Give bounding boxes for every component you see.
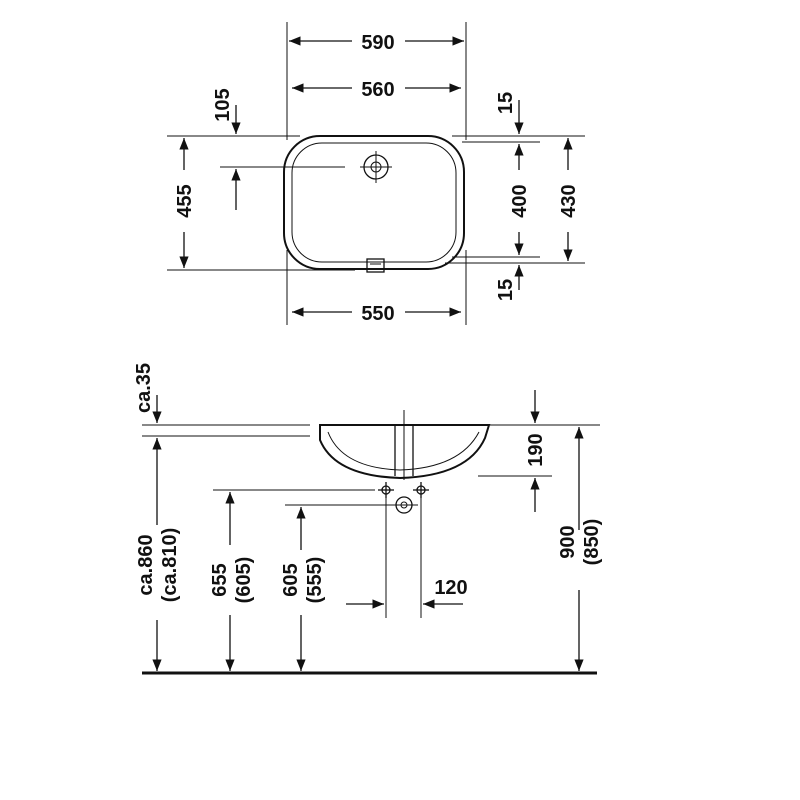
label-105: 105: [212, 88, 234, 121]
label-120: 120: [434, 577, 467, 599]
dimension-190: 190: [525, 390, 547, 512]
dimension-ca860: ca.860 (ca.810): [135, 438, 181, 671]
label-15-top: 15: [495, 92, 517, 114]
dimension-560: 560: [292, 79, 461, 101]
label-ca810: (ca.810): [159, 528, 181, 603]
label-400: 400: [509, 184, 531, 217]
drain-outlet-icon: [390, 496, 418, 514]
connections: [378, 482, 429, 618]
dimension-550: 550: [292, 303, 461, 325]
label-15-bottom: 15: [495, 279, 517, 301]
basin-top-outline: [283, 135, 465, 273]
side-view: ca.35 190 ca.860 (ca.810) 655 (605): [133, 363, 603, 675]
dimension-ca35: ca.35: [133, 363, 162, 423]
dimension-430: 430: [558, 138, 580, 261]
label-560: 560: [361, 79, 394, 101]
label-555: (555): [304, 557, 326, 604]
label-455: 455: [174, 184, 196, 217]
label-850: (850): [581, 519, 603, 566]
label-590: 590: [361, 32, 394, 54]
dimension-605: 605 (555): [280, 507, 326, 671]
overflow-icon: [366, 258, 385, 273]
basin-side-profile: [319, 410, 491, 480]
dimension-15-bottom: 15: [495, 265, 524, 301]
top-view: 590 560 550 105 455: [167, 22, 585, 325]
dimension-455: 455: [174, 138, 196, 268]
label-550: 550: [361, 303, 394, 325]
label-190: 190: [525, 433, 547, 466]
dimension-400: 400: [509, 144, 531, 255]
dimension-15-top: 15: [495, 92, 524, 134]
label-430: 430: [558, 184, 580, 217]
label-ca35: ca.35: [133, 363, 155, 413]
dimension-105: 105: [212, 88, 241, 210]
label-ca860: ca.860: [135, 534, 157, 595]
dimension-120: 120: [346, 577, 468, 609]
label-605-alt: (605): [233, 557, 255, 604]
label-605: 605: [280, 563, 302, 596]
dimension-655: 655 (605): [209, 492, 255, 671]
dimension-590: 590: [289, 32, 464, 54]
label-655: 655: [209, 563, 231, 596]
dimension-900: 900 (850): [557, 427, 603, 671]
label-900: 900: [557, 525, 579, 558]
